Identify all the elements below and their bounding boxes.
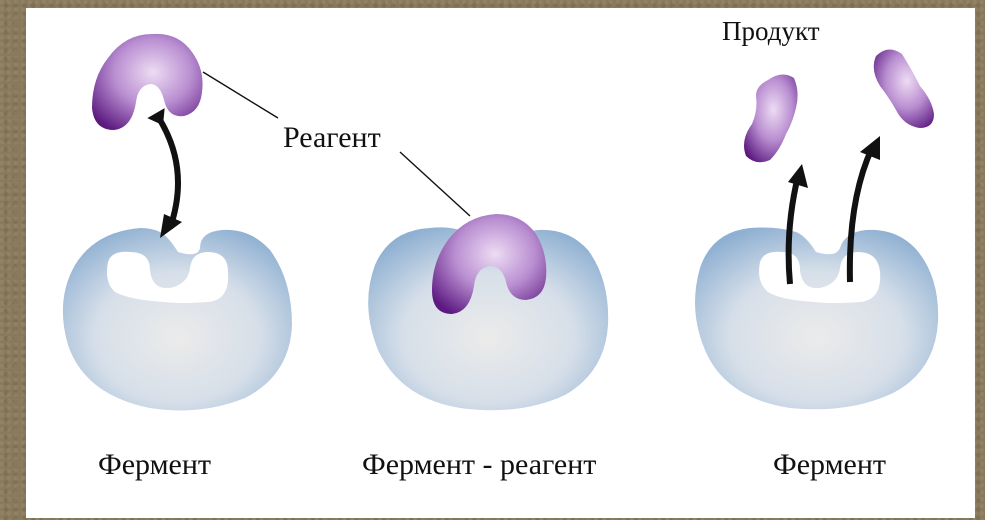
product-shape-right xyxy=(874,49,934,128)
label-product: Продукт xyxy=(722,16,820,46)
reagent-leader-line-bottom xyxy=(400,152,470,216)
label-enzyme-substrate: Фермент - реагент xyxy=(362,448,596,481)
enzyme-shape-right xyxy=(695,228,938,410)
product-shape-left xyxy=(744,74,798,162)
reagent-shape-free xyxy=(92,34,203,130)
reagent-leader-line-top xyxy=(203,72,278,118)
label-enzyme-right: Фермент xyxy=(773,448,886,481)
label-enzyme-left: Фермент xyxy=(98,448,211,481)
enzyme-shape-left xyxy=(63,228,292,410)
double-headed-arrow-icon xyxy=(147,108,182,238)
label-reagent: Реагент xyxy=(283,121,381,154)
